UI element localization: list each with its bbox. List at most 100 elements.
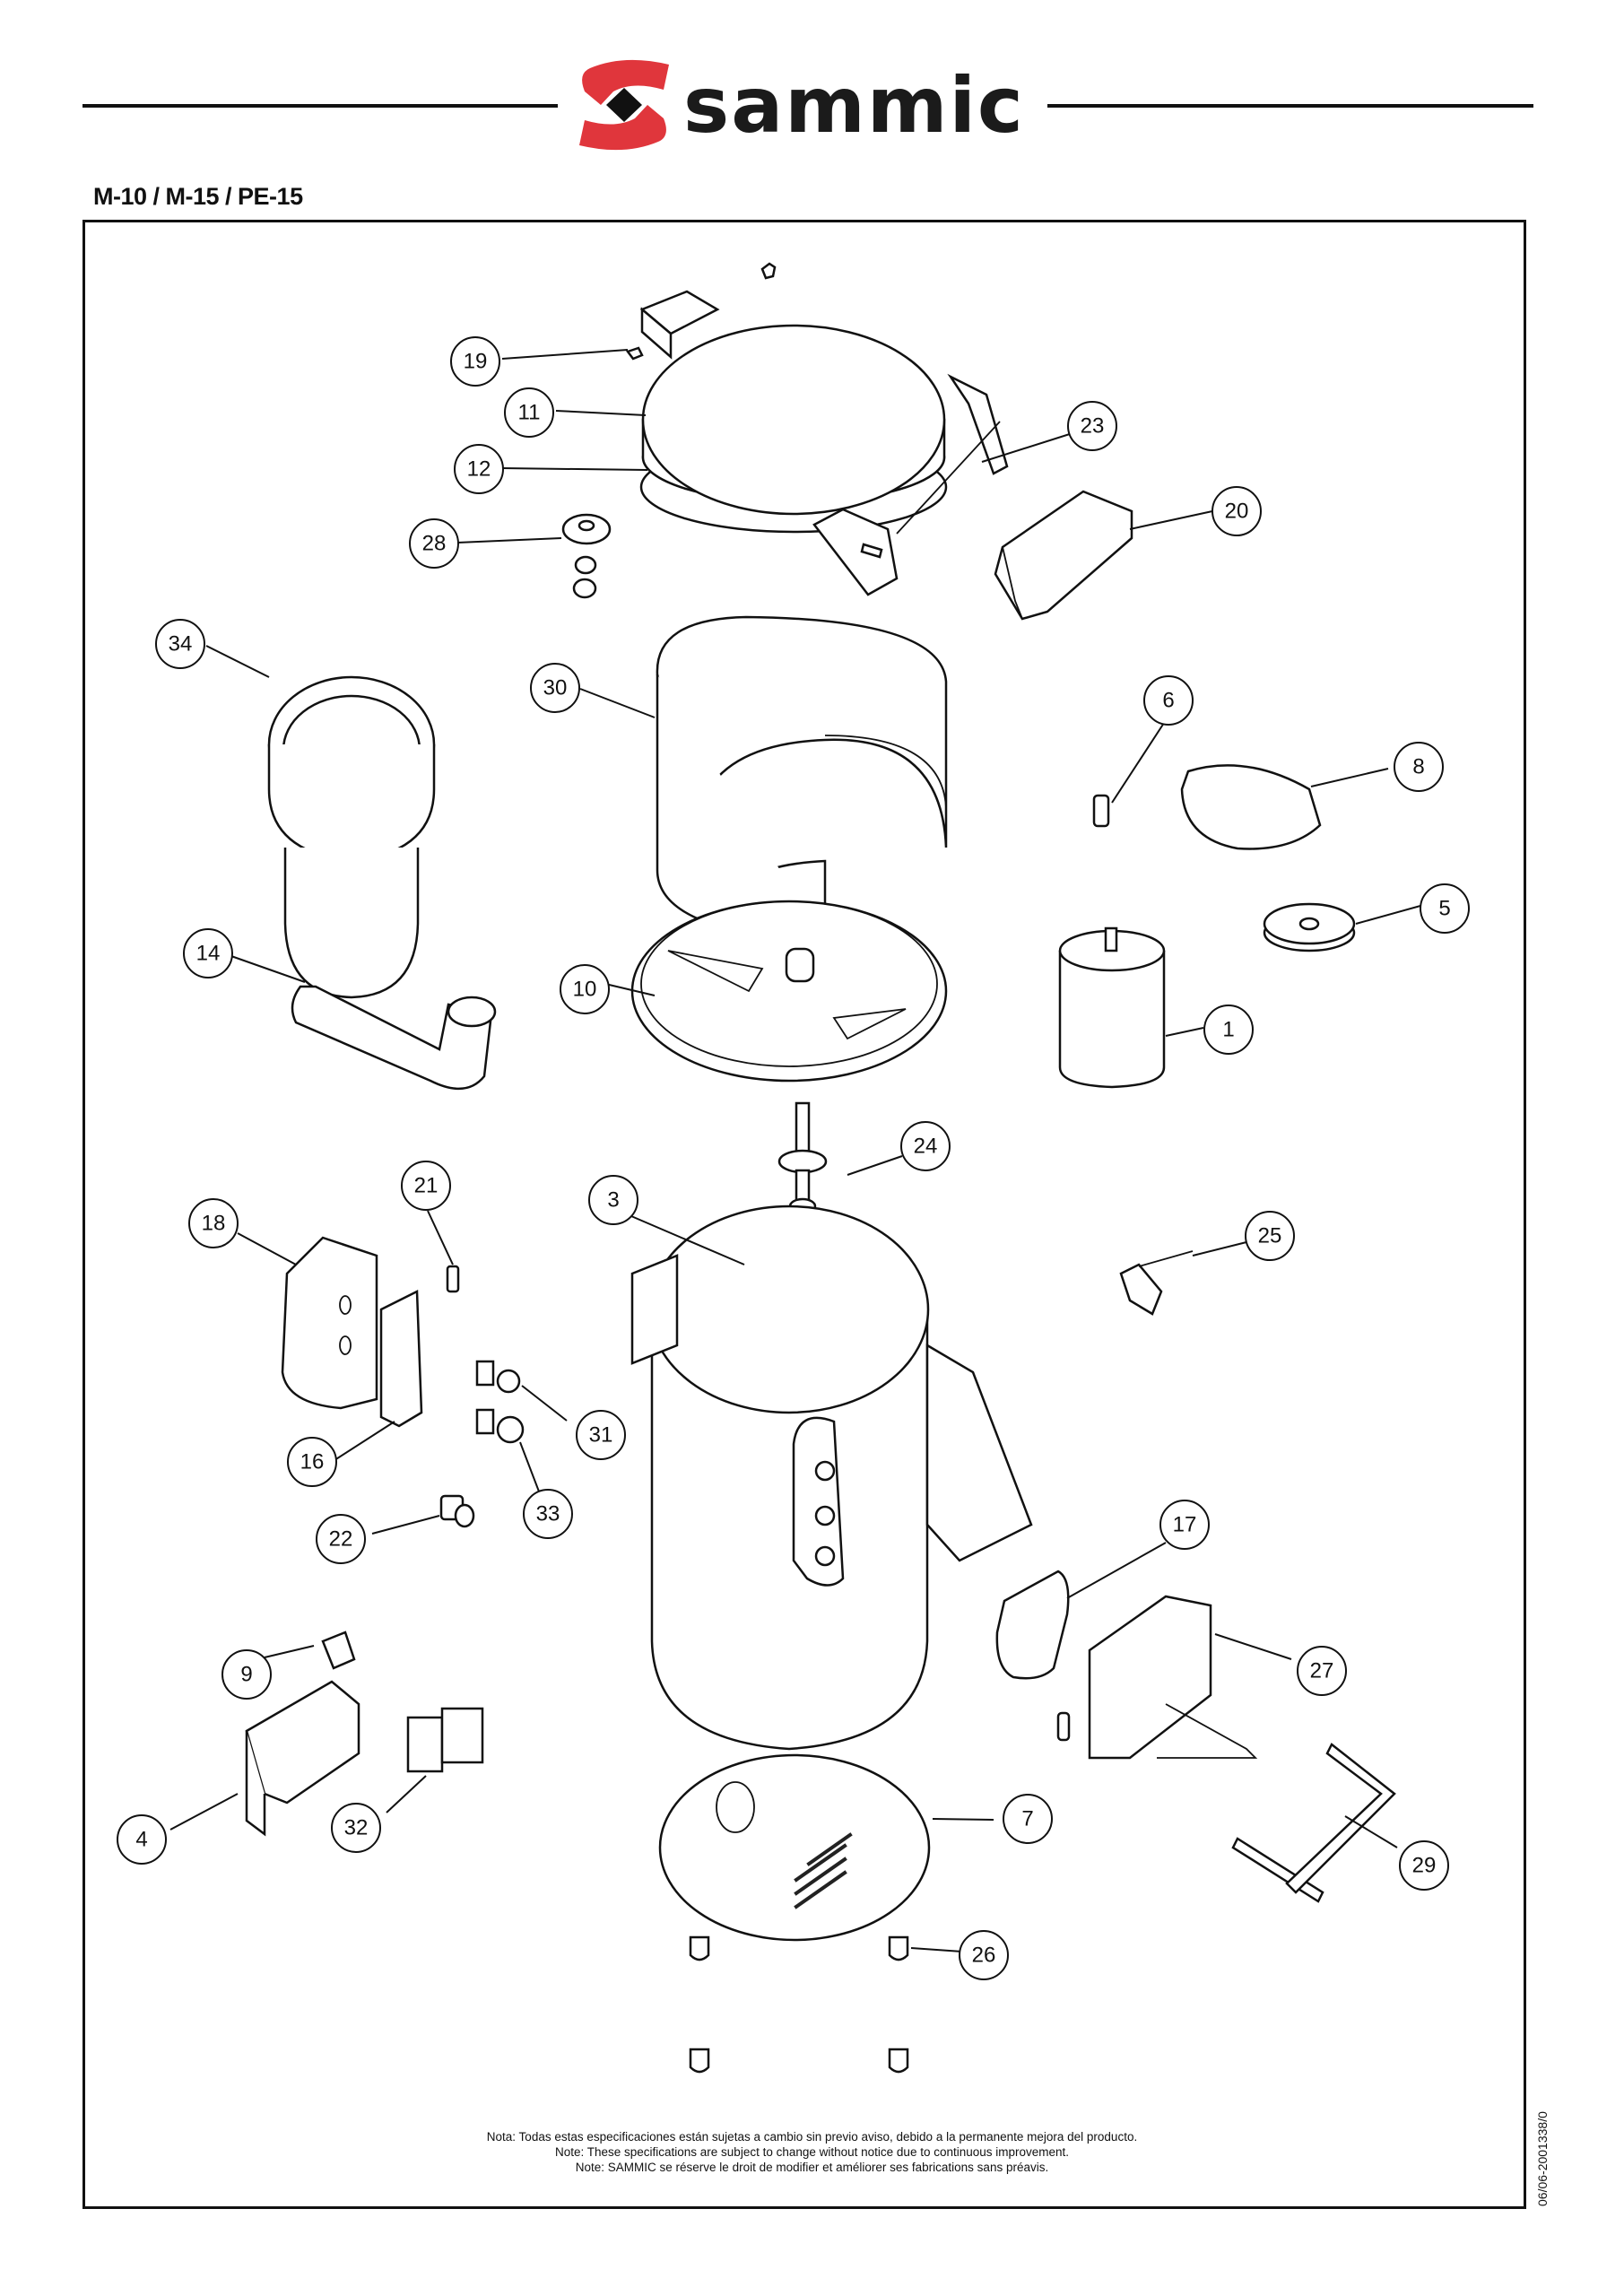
part-6-spring	[1092, 794, 1110, 828]
callout-16: 16	[287, 1437, 337, 1487]
callout-23: 23	[1067, 401, 1117, 451]
part-29-handle	[1231, 1743, 1396, 1903]
svg-text:6: 6	[1162, 689, 1174, 713]
part-9-terminal	[321, 1631, 356, 1670]
part-10-disc	[630, 900, 948, 1083]
svg-text:7: 7	[1021, 1807, 1033, 1831]
svg-text:34: 34	[169, 632, 193, 657]
svg-text:21: 21	[414, 1174, 439, 1198]
callout-28: 28	[409, 518, 459, 569]
diagram-frame	[83, 220, 1526, 2209]
callout-11: 11	[504, 387, 554, 438]
svg-text:32: 32	[344, 1816, 369, 1840]
svg-text:11: 11	[518, 401, 541, 425]
callout-31: 31	[576, 1410, 626, 1460]
callout-4: 4	[117, 1814, 167, 1865]
callout-22: 22	[316, 1514, 366, 1564]
svg-text:3: 3	[607, 1188, 619, 1213]
part-26-feet	[689, 1935, 909, 2074]
svg-text:5: 5	[1438, 897, 1450, 921]
callout-14: 14	[183, 928, 233, 978]
callout-24: 24	[900, 1121, 951, 1171]
callout-1: 1	[1203, 1004, 1254, 1055]
svg-text:10: 10	[573, 978, 597, 1002]
callout-34: 34	[155, 619, 205, 669]
svg-text:24: 24	[914, 1135, 938, 1159]
part-8-belt	[1180, 764, 1322, 850]
svg-text:8: 8	[1412, 755, 1424, 779]
part-1-motor	[1058, 926, 1166, 1089]
svg-text:1: 1	[1222, 1018, 1234, 1042]
callout-17: 17	[1159, 1500, 1210, 1550]
part-3-body	[630, 1205, 1033, 1751]
svg-text:31: 31	[589, 1423, 613, 1448]
callout-19: 19	[450, 336, 500, 387]
part-28-bearing	[561, 513, 612, 599]
note-english: Note: These specifications are subject t…	[554, 2145, 1070, 2159]
part-33-switch	[475, 1408, 525, 1444]
svg-text:4: 4	[135, 1828, 147, 1852]
callout-33: 33	[523, 1489, 573, 1539]
part-27-bracket	[1056, 1595, 1258, 1760]
callout-6: 6	[1143, 675, 1194, 726]
callout-7: 7	[1003, 1794, 1053, 1844]
leader-lines	[169, 349, 1421, 1952]
svg-text:9: 9	[240, 1663, 252, 1687]
svg-text:23: 23	[1081, 414, 1105, 439]
callout-30: 30	[530, 663, 580, 713]
callout-26: 26	[959, 1930, 1009, 1980]
svg-text:28: 28	[422, 532, 447, 556]
brand-logo: sammic	[570, 56, 1055, 154]
part-16-panel	[379, 1290, 423, 1428]
brand-wordmark: sammic	[683, 61, 1025, 151]
sammic-s-mark-icon	[579, 59, 669, 151]
svg-text:19: 19	[464, 350, 488, 374]
callout-18: 18	[188, 1198, 239, 1248]
part-18-control-box	[281, 1236, 378, 1410]
svg-text:26: 26	[972, 1944, 996, 1968]
svg-text:30: 30	[543, 676, 568, 700]
callout-12: 12	[454, 444, 504, 494]
callout-29: 29	[1399, 1840, 1449, 1891]
callout-25: 25	[1245, 1211, 1295, 1261]
svg-text:17: 17	[1173, 1513, 1197, 1537]
note-spanish: Nota: Todas estas especificaciones están…	[486, 2130, 1138, 2144]
callout-10: 10	[560, 964, 610, 1014]
model-title: M-10 / M-15 / PE-15	[93, 183, 303, 210]
part-20-cover	[994, 490, 1133, 621]
callout-8: 8	[1394, 742, 1444, 792]
callout-9: 9	[221, 1649, 272, 1700]
callout-32: 32	[331, 1803, 381, 1853]
part-14-pipe	[291, 985, 497, 1091]
document-code: 06/06-2001338/0	[1535, 2111, 1550, 2206]
callout-20: 20	[1211, 486, 1262, 536]
callout-21: 21	[401, 1161, 451, 1211]
part-7-base-plate	[658, 1753, 931, 1942]
svg-text:22: 22	[329, 1527, 353, 1552]
part-30-screen	[656, 615, 948, 944]
part-4-bracket	[245, 1680, 360, 1837]
callout-27: 27	[1297, 1646, 1347, 1696]
callout-3: 3	[588, 1175, 638, 1225]
svg-text:18: 18	[202, 1212, 226, 1236]
svg-text:14: 14	[196, 942, 221, 966]
part-21-clip	[446, 1265, 460, 1293]
part-25-valve	[1119, 1250, 1194, 1316]
part-34-basket	[267, 675, 436, 999]
svg-text:33: 33	[536, 1502, 560, 1526]
svg-text:27: 27	[1310, 1659, 1334, 1683]
part-31-switch	[475, 1360, 521, 1394]
header-rule-right	[1047, 104, 1533, 108]
svg-text:29: 29	[1412, 1854, 1437, 1878]
note-french: Note: SAMMIC se réserve le droit de modi…	[575, 2161, 1049, 2174]
part-22-selector	[439, 1494, 475, 1528]
header-rule-left	[83, 104, 558, 108]
part-17-gasket	[995, 1570, 1070, 1680]
svg-text:12: 12	[467, 457, 491, 482]
part-32-contactor	[406, 1707, 484, 1773]
part-24-shaft	[777, 1101, 828, 1215]
svg-text:16: 16	[300, 1450, 325, 1474]
svg-text:25: 25	[1258, 1224, 1282, 1248]
callout-5: 5	[1420, 883, 1470, 934]
